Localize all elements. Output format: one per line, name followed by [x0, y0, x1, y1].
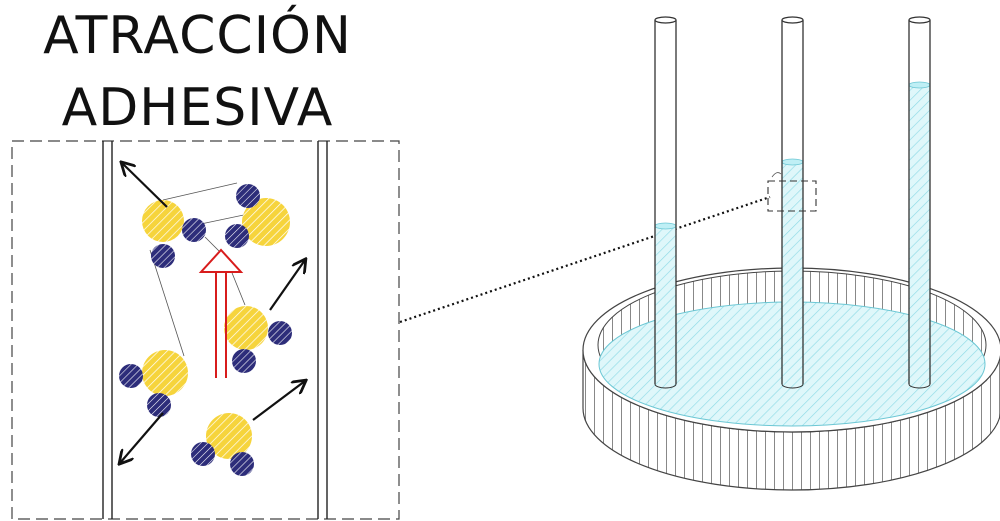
- water-molecule: [191, 413, 254, 476]
- water-molecule: [224, 306, 292, 373]
- oxygen-atom: [230, 452, 254, 476]
- upward-rise-arrow: [198, 248, 244, 378]
- water-column: [655, 226, 676, 389]
- oxygen-atom: [191, 442, 215, 466]
- adhesion-force-arrows: [120, 163, 305, 463]
- water-molecule: [119, 350, 188, 417]
- oxygen-atom: [268, 321, 292, 345]
- water-molecule: [142, 200, 206, 268]
- arrow-icon: [120, 412, 164, 463]
- hydrogen-atom: [242, 198, 290, 246]
- zoom-frame: [11, 140, 400, 520]
- arrow-icon: [269, 260, 305, 311]
- capillary-apparatus: [582, 16, 1000, 491]
- zoom-panel: [11, 140, 400, 520]
- zoom-source-box: [767, 180, 817, 212]
- title-line-2: ADHESIVA: [61, 78, 334, 138]
- hydrogen-atom: [142, 350, 188, 396]
- oxygen-atom: [182, 218, 206, 242]
- capillary-tube-2: [781, 16, 804, 389]
- tube-wall-right: [317, 141, 328, 519]
- oxygen-atom: [119, 364, 143, 388]
- hydrogen-atom: [142, 200, 184, 242]
- zoom-leader-line: [399, 195, 771, 324]
- tube-wall-left: [102, 141, 113, 519]
- title-line-1: ATRACCIÓN: [43, 6, 352, 66]
- oxygen-atom: [147, 393, 171, 417]
- arrow-icon: [122, 163, 168, 208]
- oxygen-atom: [151, 244, 175, 268]
- oxygen-atom: [236, 184, 260, 208]
- hydrogen-atom: [206, 413, 252, 459]
- oxygen-atom: [225, 224, 249, 248]
- water-molecule: [225, 184, 290, 248]
- water-column: [782, 162, 803, 389]
- hydrogen-atom: [224, 306, 268, 350]
- oxygen-atom: [232, 349, 256, 373]
- arrow-icon: [252, 381, 305, 421]
- water-column: [909, 85, 930, 389]
- meniscus-mark: [771, 172, 782, 178]
- capillary-tube-3: [908, 16, 931, 389]
- capillary-tube-1: [654, 16, 677, 389]
